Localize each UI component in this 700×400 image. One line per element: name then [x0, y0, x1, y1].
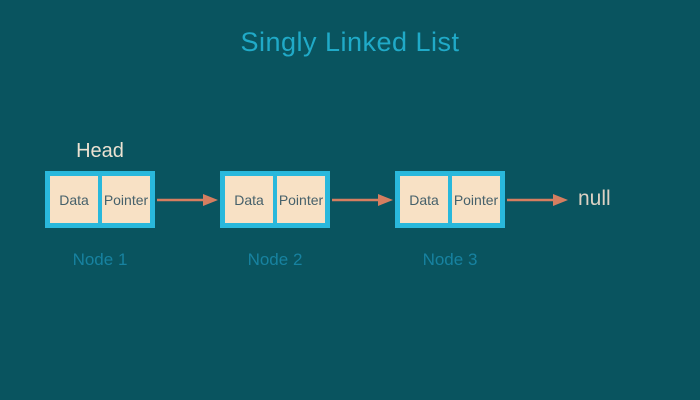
node-3-pointer-cell: Pointer	[452, 176, 500, 223]
arrow-node2-to-node3-icon	[332, 194, 393, 206]
head-pointer-label: Head	[76, 140, 124, 162]
node-2: Data Pointer	[220, 171, 330, 228]
node-3-pointer-label: Pointer	[453, 191, 499, 208]
null-terminator-label: null	[578, 187, 611, 210]
node-3-data-cell: Data	[400, 176, 448, 223]
node-2-data-cell: Data	[225, 176, 273, 223]
page-title: Singly Linked List	[240, 27, 460, 57]
node-1: Data Pointer	[45, 171, 155, 228]
node-1-data-cell: Data	[50, 176, 98, 223]
node-3-data-label: Data	[409, 191, 439, 208]
node-1-pointer-cell: Pointer	[102, 176, 150, 223]
node-3-label: Node 3	[422, 250, 478, 269]
arrow-node3-to-null-icon	[507, 194, 568, 206]
node-2-pointer-label: Pointer	[278, 191, 324, 208]
node-2-pointer-cell: Pointer	[277, 176, 325, 223]
node-3: Data Pointer	[395, 171, 505, 228]
node-2-data-label: Data	[234, 191, 264, 208]
node-1-data-label: Data	[59, 191, 89, 208]
arrow-node1-to-node2-icon	[157, 194, 218, 206]
node-1-label: Node 1	[72, 250, 128, 269]
node-1-pointer-label: Pointer	[103, 191, 149, 208]
node-2-label: Node 2	[247, 250, 303, 269]
